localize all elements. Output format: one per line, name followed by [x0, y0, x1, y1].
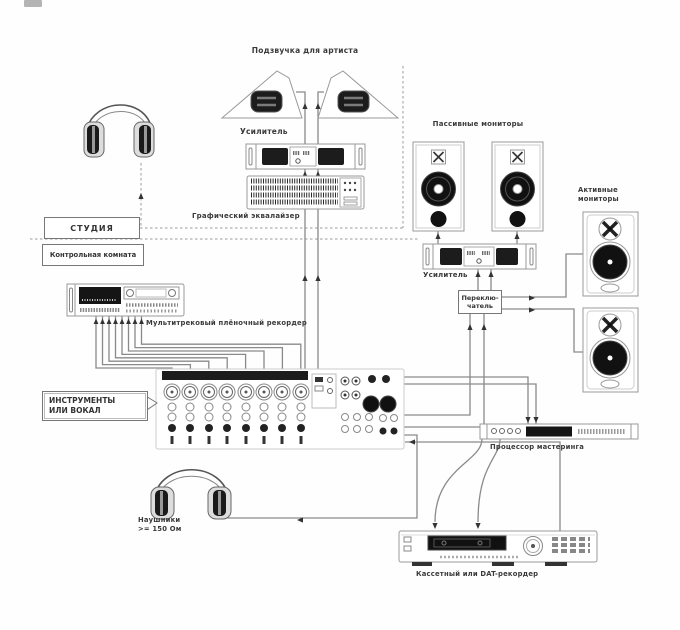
- equalizer-label: Графический эквалайзер: [192, 212, 300, 220]
- monitor-amplifier: [422, 243, 537, 270]
- master-section: [311, 373, 398, 435]
- graphic-equalizer: [246, 175, 365, 210]
- foldback-label: Подзвучка для артиста: [251, 46, 359, 55]
- switcher-box: Переклю- чатель: [458, 290, 502, 314]
- wedge-grille: [337, 90, 370, 113]
- multitrack-recorder: [66, 283, 185, 317]
- control-room-headphones: [150, 468, 232, 520]
- channel-connector-strip: [162, 371, 308, 380]
- monitor-amplifier-label: Усилитель: [423, 271, 468, 279]
- main-out-right: [379, 395, 397, 413]
- passive-monitor-left: [412, 141, 465, 232]
- mixing-console: [155, 368, 405, 450]
- dat-recorder: [398, 530, 598, 566]
- active-monitor-top: [582, 211, 639, 297]
- cassette-window: [427, 535, 507, 551]
- wedge-grille: [250, 90, 283, 113]
- passive-monitors-label: Пассивные мониторы: [432, 120, 524, 128]
- bass-port: [509, 211, 526, 227]
- studio-headphones: [83, 104, 155, 158]
- mastering-processor: [479, 423, 639, 440]
- passive-monitor-right: [491, 141, 544, 232]
- active-monitor-bottom: [582, 307, 639, 393]
- instruments-source-box: ИНСТРУМЕНТЫ ИЛИ ВОКАЛ: [42, 391, 148, 421]
- active-monitors-label: Активные мониторы: [578, 186, 619, 203]
- multitrack-recorder-label: Мультитрековый плёночный рекордер: [146, 319, 307, 327]
- mastering-processor-label: Процессор мастеринга: [490, 443, 585, 451]
- bass-port: [600, 283, 620, 293]
- control-room-label: Контрольная комната: [42, 244, 144, 266]
- bass-port: [600, 379, 620, 389]
- studio-room-label: СТУДИЯ: [44, 217, 140, 239]
- main-out-left: [362, 395, 380, 413]
- foldback-amplifier: [245, 143, 366, 170]
- foldback-amplifier-label: Усилитель: [240, 127, 288, 136]
- tape-door: [123, 286, 180, 300]
- dat-recorder-label: Кассетный или DAT-рекордер: [416, 570, 539, 578]
- bass-port: [430, 211, 447, 227]
- foldback-wedge-monitors: [220, 70, 400, 119]
- level-display: [79, 287, 121, 304]
- channel-strips: [163, 383, 310, 444]
- headphones-label: Наушники >= 150 Ом: [138, 516, 182, 533]
- processor-display: [526, 426, 572, 437]
- scan-artifact: [24, 0, 42, 7]
